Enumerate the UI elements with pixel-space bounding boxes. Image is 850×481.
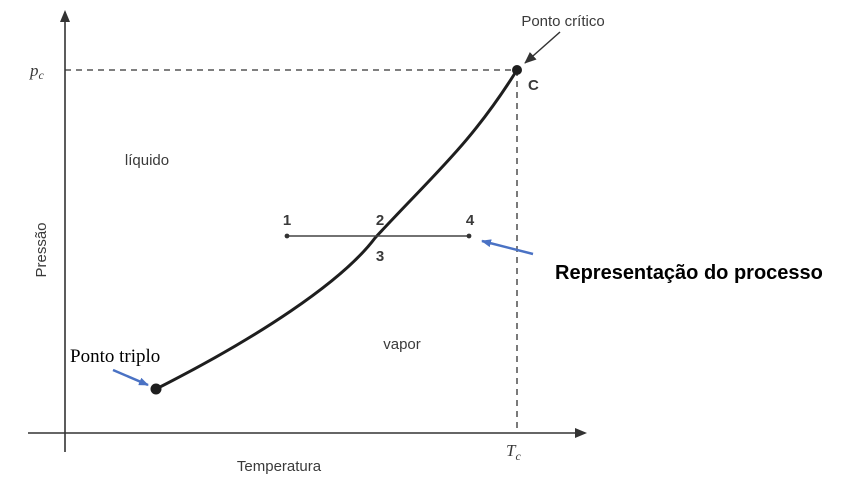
vapor-region-label: vapor [383, 336, 421, 353]
triple-point-dot [150, 383, 162, 395]
state-1-label: 1 [283, 212, 291, 229]
state-2-label: 2 [376, 212, 384, 229]
critical-point-letter: C [528, 77, 539, 94]
state-4-dot [466, 233, 472, 239]
y-axis-label: Pressão [33, 222, 50, 277]
triple-point-arrow [112, 368, 149, 387]
state-3-label: 3 [376, 248, 384, 265]
process-caption: Representação do processo [555, 262, 823, 284]
process-arrow [481, 239, 534, 256]
tc-label: Tc [506, 441, 521, 463]
critical-point-arrow [524, 31, 561, 64]
pc-label: pc [29, 61, 45, 82]
liquid-region-label: líquido [125, 152, 169, 169]
x-axis-label: Temperatura [237, 458, 322, 475]
triple-point-caption: Ponto triplo [70, 346, 160, 367]
state-4-label: 4 [466, 212, 475, 229]
state-1-dot [284, 233, 290, 239]
vaporization-curve [155, 69, 519, 391]
critical-point-dot [512, 65, 522, 75]
critical-point-caption: Ponto crítico [521, 13, 604, 30]
